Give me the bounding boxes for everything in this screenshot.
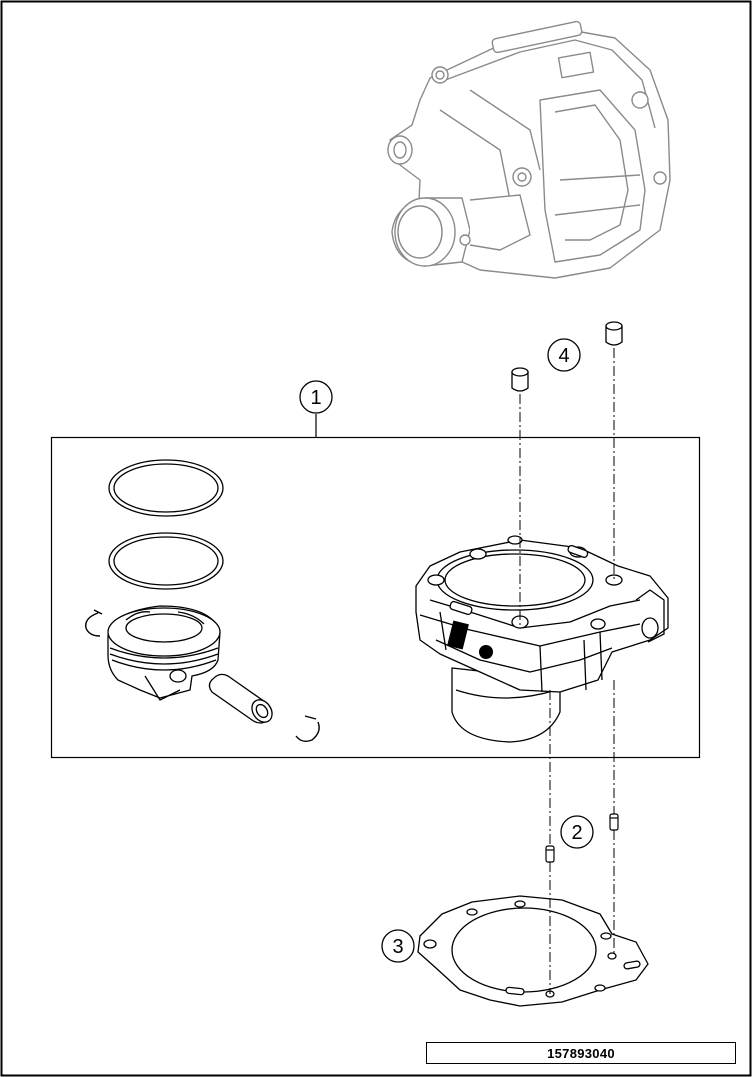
piston xyxy=(107,605,221,701)
cylinder xyxy=(415,535,669,743)
piston-pin xyxy=(208,673,273,724)
dowel-sleeve-left xyxy=(511,367,529,392)
assembly-axis-lines xyxy=(519,348,615,994)
piston-cylinder-kit-box xyxy=(50,436,701,759)
callout-2-label: 2 xyxy=(571,822,582,844)
dowel-sleeve-right xyxy=(605,321,623,346)
callout-4: 4 xyxy=(547,338,581,372)
dowel-pin-right xyxy=(609,813,619,831)
part-number: 157893040 xyxy=(547,1045,615,1061)
callout-1-label: 1 xyxy=(310,387,321,409)
callout-3: 3 xyxy=(381,929,415,963)
circlip-right xyxy=(295,715,320,743)
part-number-box: 157893040 xyxy=(426,1042,736,1064)
callout-2: 2 xyxy=(560,815,594,849)
piston-ring-top xyxy=(108,459,224,517)
callout-3-label: 3 xyxy=(392,936,403,958)
circlip-left xyxy=(85,609,103,637)
callout-1: 1 xyxy=(299,380,333,414)
callout-4-label: 4 xyxy=(558,345,569,367)
dowel-pin-left xyxy=(545,845,555,863)
cylinder-base-gasket xyxy=(417,895,649,1007)
cylinder-head-ghost xyxy=(387,20,671,279)
piston-ring-second xyxy=(108,532,224,590)
